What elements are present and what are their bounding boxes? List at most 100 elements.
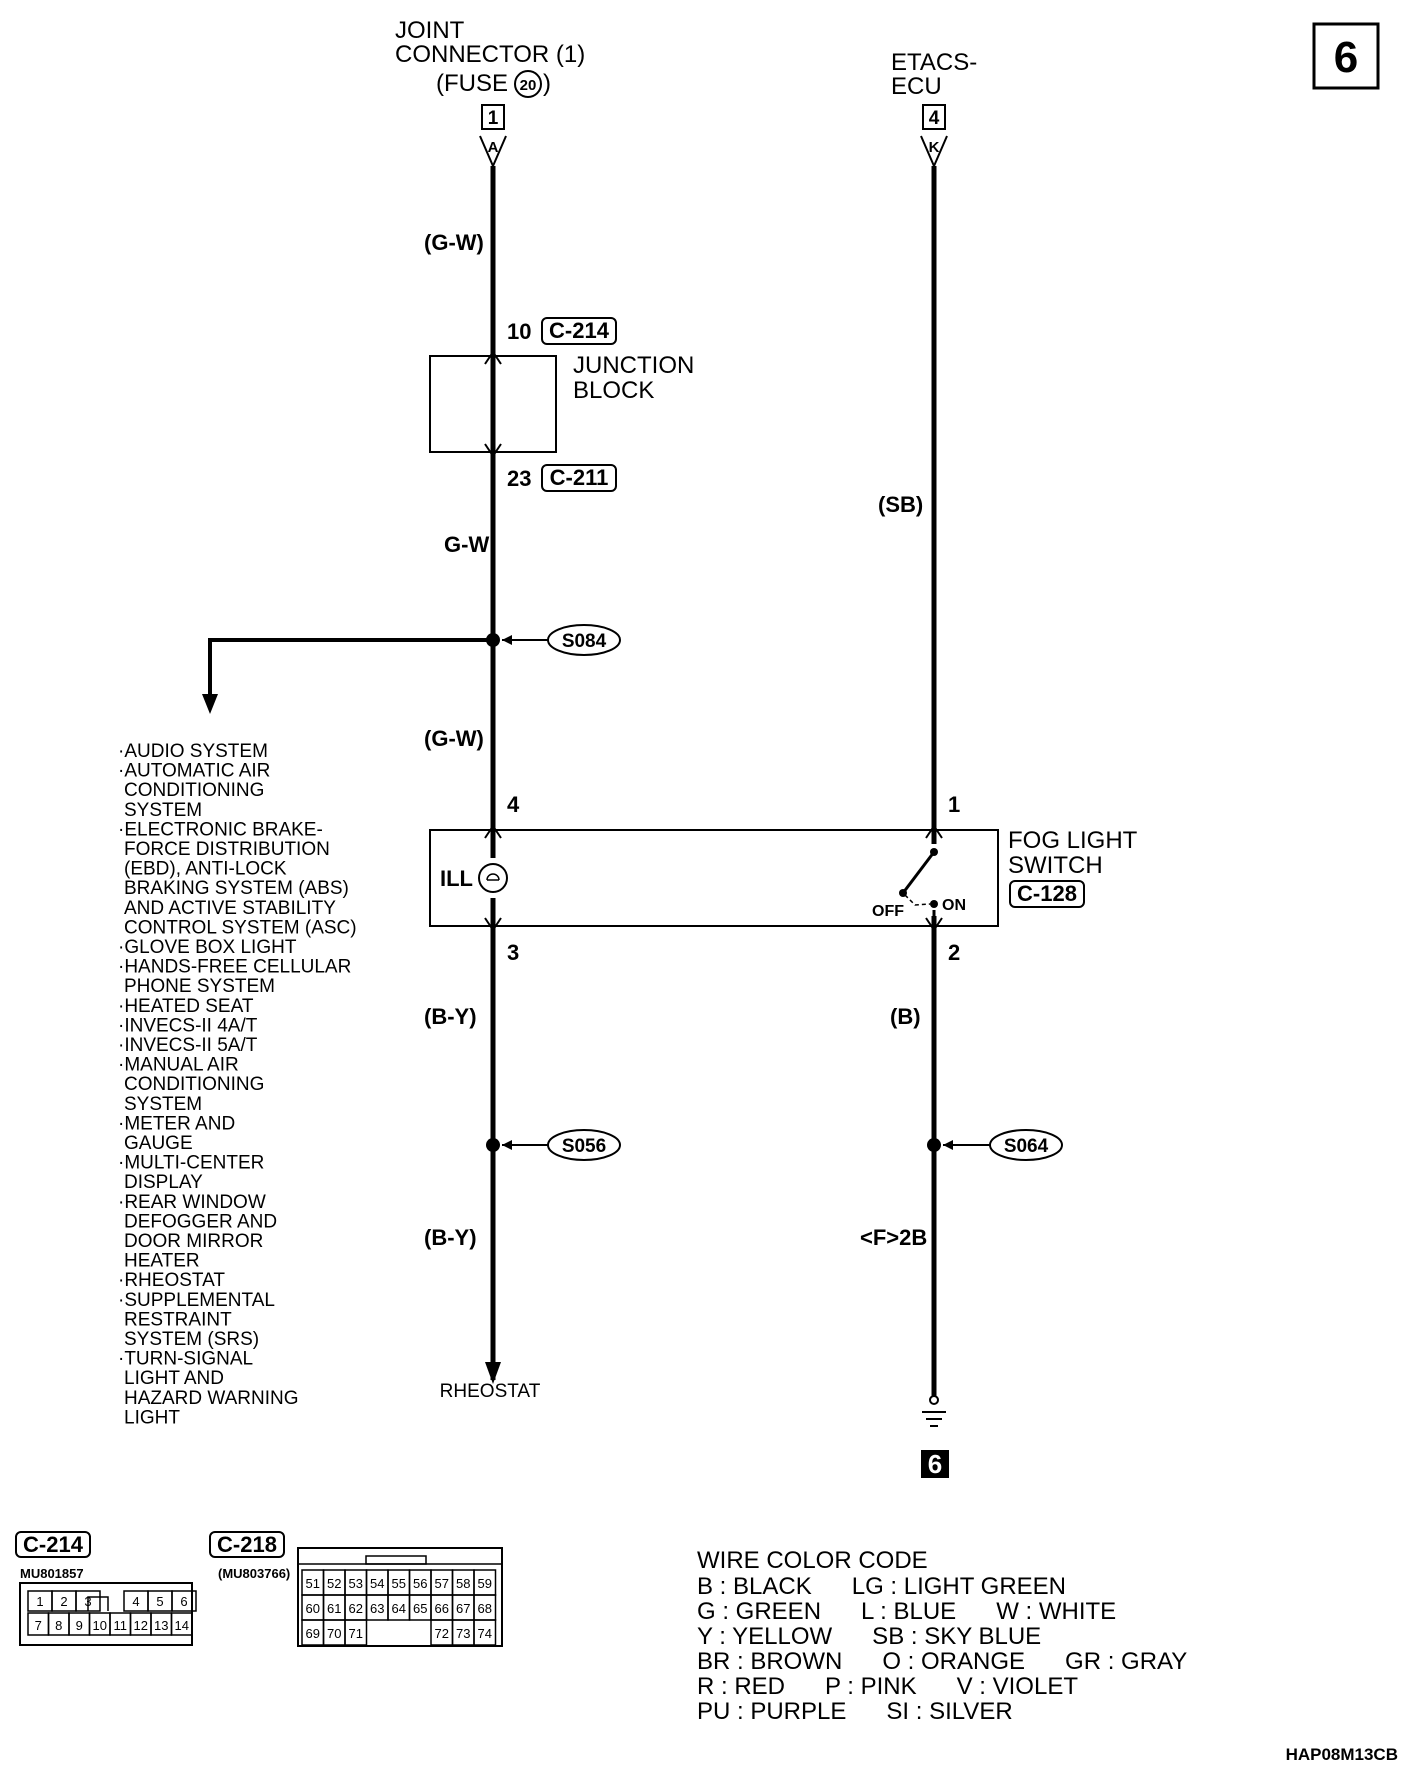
s056-leader-arrow-icon [502,1140,512,1150]
systems-list-item: DOOR MIRROR [124,1231,263,1252]
fog-switch-label-line2: SWITCH [1008,852,1103,879]
ground-number-box [921,1450,949,1478]
document-code: HAP08M13CB [1286,1745,1398,1764]
connector-pin: 6 [180,1594,187,1609]
connector-pin: 56 [413,1576,427,1591]
c214-name: C-214 [23,1532,84,1557]
switch-pin3-chevron-icon [484,917,502,932]
junction-conn-bottom-box [541,464,617,492]
etacs-pin-box [922,104,946,130]
connector-pin: 52 [327,1576,341,1591]
connector-pin: 57 [435,1576,449,1591]
wire-label-f2b: <F>2B [860,1225,927,1250]
wire-label-by-2: (B-Y) [424,1225,477,1250]
junction-block: 10 C-214 23 C-211 JUNCTION BLOCK [429,317,694,492]
s084-oval [547,624,621,656]
wire-color-line-2: G : GREEN L : BLUE W : WHITE [697,1598,1116,1625]
s064-leader-arrow-icon [943,1140,953,1150]
connector-pin: 10 [93,1618,107,1633]
systems-list-item: LIGHT AND [124,1368,224,1389]
fog-switch-box [429,829,999,927]
systems-list-item: ·HANDS-FREE CELLULAR [118,957,351,978]
rheostat-label: RHEOSTAT [440,1381,541,1402]
fog-switch-conn: C-128 [1017,881,1077,906]
connector-pin: 73 [456,1626,470,1641]
connector-pin: 5 [156,1594,163,1609]
joint-connector-fuse-suffix: ) [543,70,551,97]
wire-color-code-title: WIRE COLOR CODE [697,1547,928,1574]
wire-color-code: WIRE COLOR CODE B : BLACK LG : LIGHT GRE… [697,1547,1187,1725]
junction-bottom-chevron-icon [484,443,502,458]
systems-list-item: DISPLAY [124,1172,203,1193]
systems-list-item: ·REAR WINDOW [118,1192,266,1213]
systems-list-item: ·MANUAL AIR [118,1055,239,1076]
connector-pin: 53 [349,1576,363,1591]
connector-pin: 62 [349,1601,363,1616]
junction-top-chevron-icon [484,350,502,365]
systems-list: ·AUDIO SYSTEM·AUTOMATIC AIRCONDITIONINGS… [118,741,357,1428]
systems-list-item: ·METER AND [118,1113,235,1134]
systems-list-item: FORCE DISTRIBUTION [124,839,330,860]
rheostat-arrow-icon [485,1362,501,1384]
systems-list-item: BRAKING SYSTEM (ABS) [124,878,349,899]
switch-pin2-chevron-icon [925,917,943,932]
etacs-conn-letter: K [929,139,940,156]
joint-pin-box [481,104,505,130]
systems-list-item: ·RHEOSTAT [118,1270,225,1291]
systems-list-item: DEFOGGER AND [124,1211,277,1232]
connector-pin: 64 [392,1601,406,1616]
systems-list-item: ·TURN-SIGNAL [118,1349,253,1370]
s084-leader-arrow-icon [502,635,512,645]
connector-pin: 55 [392,1576,406,1591]
ground-number: 6 [928,1449,942,1479]
switch-on-contact [930,900,938,908]
junction-conn-top-box [541,317,617,345]
fuse-circle [514,70,542,98]
systems-list-item: HAZARD WARNING [124,1388,299,1409]
s056-label: S056 [562,1136,606,1157]
systems-list-item: SYSTEM (SRS) [124,1329,259,1350]
connector-pin: 1 [36,1594,43,1609]
branch-wire [208,638,493,695]
wire-color-line-3: Y : YELLOW SB : SKY BLUE [697,1623,1041,1650]
connector-pin: 66 [435,1601,449,1616]
page-number: 6 [1334,33,1358,82]
connector-pin: 61 [327,1601,341,1616]
junction-pin-bottom: 23 [507,466,531,491]
wire-label-sb: (SB) [878,492,923,517]
connector-pin: 60 [306,1601,320,1616]
connector-cell [171,1590,197,1612]
connector-pin: 54 [370,1576,384,1591]
etacs-pin: 4 [929,108,940,129]
systems-list-item: ·AUDIO SYSTEM [118,741,268,762]
connector-pin: 13 [154,1618,168,1633]
wire-color-line-5: R : RED P : PINK V : VIOLET [697,1673,1078,1700]
systems-list-item: CONDITIONING [124,1074,264,1095]
connector-pin: 8 [55,1618,62,1633]
lamp-filament-icon [486,873,500,881]
systems-list-item: RESTRAINT [124,1309,232,1330]
wire-label-gw-mid: G-W [444,532,489,557]
systems-list-item: ·INVECS-II 4A/T [118,1015,258,1036]
connector-pin: 70 [327,1626,341,1641]
connector-pin: 65 [413,1601,427,1616]
systems-list-item: CONDITIONING [124,780,264,801]
etacs-line1: ETACS- [891,49,977,76]
connector-pin: 51 [306,1576,320,1591]
connector-pin: 14 [175,1618,189,1633]
etacs-line2: ECU [891,73,942,100]
wire-label-gw-low: (G-W) [424,726,484,751]
junction-label-line1: JUNCTION [573,352,694,379]
ill-label: ILL [440,866,473,891]
systems-list-item: PHONE SYSTEM [124,976,275,997]
branch-arrow-icon [202,694,218,714]
c218-name: C-218 [217,1532,277,1557]
switch-off-label: OFF [872,903,904,920]
systems-list-item: LIGHT [124,1407,180,1428]
junction-block-box [429,355,557,453]
connector-pin: 58 [456,1576,470,1591]
wire-color-line-4: BR : BROWN O : ORANGE GR : GRAY [697,1648,1187,1675]
connector-pin: 67 [456,1601,470,1616]
